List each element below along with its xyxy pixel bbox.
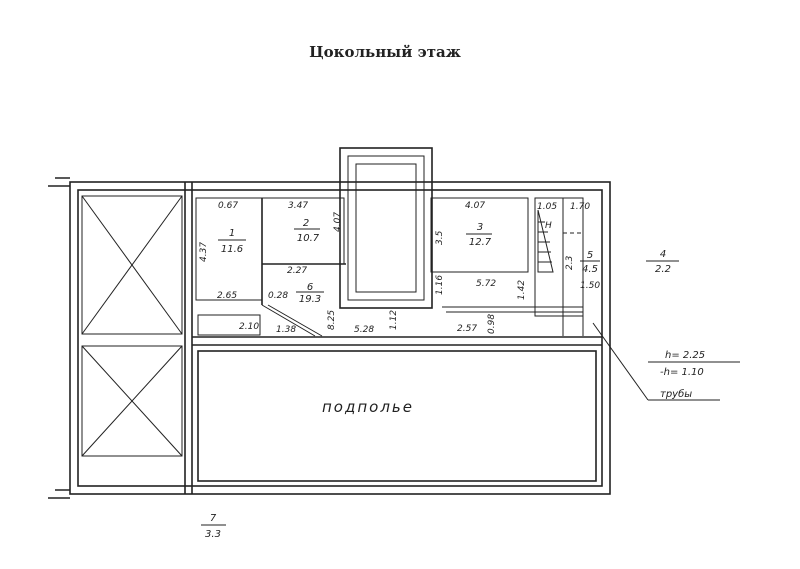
height-note: h= 2.25 -h= 1.10 трубы — [592, 322, 740, 401]
svg-text:5.72: 5.72 — [476, 279, 496, 289]
svg-text:4.07: 4.07 — [465, 201, 485, 211]
svg-text:2.65: 2.65 — [217, 291, 237, 301]
svg-text:1.38: 1.38 — [276, 325, 296, 335]
dimension-labels: 0.67 4.37 2.65 3.47 4.07 2.27 0.28 8.25 … — [199, 201, 600, 335]
svg-text:1.05: 1.05 — [537, 202, 557, 212]
room-1: 1 11.6 — [218, 228, 246, 255]
svg-text:0.67: 0.67 — [218, 201, 238, 211]
room-3: 3 12.7 — [466, 222, 492, 248]
svg-text:1.70: 1.70 — [570, 202, 590, 212]
svg-text:4.5: 4.5 — [582, 264, 598, 275]
svg-text:5: 5 — [587, 250, 593, 261]
svg-text:4.07: 4.07 — [333, 212, 343, 232]
svg-text:4.37: 4.37 — [199, 242, 209, 262]
svg-text:3.47: 3.47 — [288, 201, 308, 211]
svg-text:1: 1 — [229, 228, 235, 239]
svg-text:трубы: трубы — [660, 388, 692, 400]
svg-text:11.6: 11.6 — [221, 244, 243, 255]
svg-text:6: 6 — [307, 282, 313, 293]
svg-text:19.3: 19.3 — [299, 294, 321, 305]
room-5: 5 4.5 — [580, 250, 600, 275]
plan-title: Цокольный этаж — [309, 43, 461, 61]
svg-text:h= 2.25: h= 2.25 — [665, 350, 705, 361]
walls — [48, 147, 611, 499]
svg-text:H: H — [545, 221, 552, 231]
svg-text:7: 7 — [210, 513, 217, 524]
svg-text:3.5: 3.5 — [435, 230, 445, 245]
svg-text:1.50: 1.50 — [580, 281, 600, 291]
svg-text:2.10: 2.10 — [239, 322, 259, 332]
svg-text:2.3: 2.3 — [565, 255, 575, 270]
svg-text:12.7: 12.7 — [469, 237, 492, 248]
svg-text:2.27: 2.27 — [287, 266, 307, 276]
room-2: 2 10.7 — [294, 218, 320, 244]
svg-text:0.98: 0.98 — [487, 314, 497, 334]
svg-text:-h= 1.10: -h= 1.10 — [660, 367, 704, 378]
underfloor-label: подполье — [322, 398, 414, 416]
svg-text:3: 3 — [477, 222, 483, 233]
room-6: 6 19.3 — [296, 282, 324, 305]
svg-text:1.42: 1.42 — [517, 280, 527, 300]
svg-text:2.2: 2.2 — [655, 264, 671, 275]
svg-text:4: 4 — [660, 249, 666, 260]
svg-text:5.28: 5.28 — [354, 325, 374, 335]
room-labels: 1 11.6 2 10.7 3 12.7 4 2.2 5 4.5 6 19.3 — [201, 218, 679, 540]
room-7: 7 3.3 — [201, 513, 226, 540]
svg-text:1.16: 1.16 — [435, 275, 445, 295]
room-4: 4 2.2 — [646, 249, 679, 275]
svg-text:8.25: 8.25 — [327, 310, 337, 330]
svg-text:1.12: 1.12 — [389, 310, 399, 330]
svg-text:10.7: 10.7 — [297, 233, 320, 244]
svg-text:3.3: 3.3 — [205, 529, 221, 540]
svg-text:0.28: 0.28 — [268, 291, 288, 301]
svg-text:2.57: 2.57 — [457, 324, 477, 334]
svg-text:2: 2 — [303, 218, 309, 229]
